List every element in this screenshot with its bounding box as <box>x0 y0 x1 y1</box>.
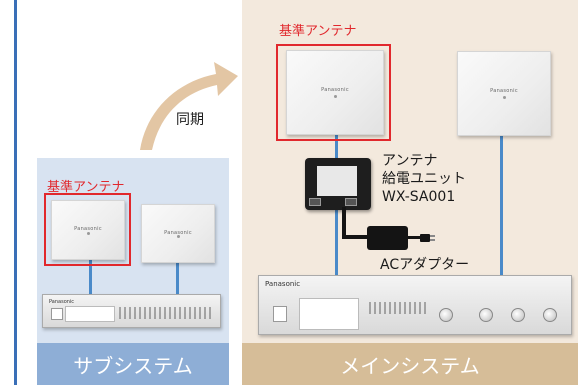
adapter-cable <box>342 207 367 239</box>
main-rack-unit: Panasonic <box>258 275 572 335</box>
sync-arrow-icon <box>140 62 238 150</box>
antenna-brand: Panasonic <box>164 229 192 236</box>
main-cable-to-rack-right <box>500 134 503 275</box>
main-cable-to-rack-left <box>335 208 338 275</box>
power-unit-line1: アンテナ <box>382 153 438 169</box>
main-reference-antenna-label: 基準アンテナ <box>279 24 357 39</box>
power-unit-label: アンテナ 給電ユニット WX-SA001 <box>382 152 466 207</box>
main-rack-brand: Panasonic <box>265 280 301 288</box>
sub-system-title: サブシステム <box>37 343 229 385</box>
sub-cable-right <box>176 258 179 294</box>
sub-rack-unit: Panasonic <box>42 294 221 328</box>
ac-adapter <box>367 226 408 250</box>
sub-antenna: Panasonic <box>141 204 215 263</box>
sync-label: 同期 <box>176 112 204 128</box>
antenna-brand: Panasonic <box>321 86 349 93</box>
main-reference-antenna: Panasonic <box>286 50 384 135</box>
main-reference-highlight <box>276 44 391 141</box>
main-antenna: Panasonic <box>457 51 551 136</box>
sub-rack-brand: Panasonic <box>49 299 75 305</box>
power-unit-line3: WX-SA001 <box>382 189 456 206</box>
ac-adapter-label: ACアダプター <box>380 257 470 273</box>
adapter-cord <box>408 236 420 239</box>
left-rule <box>14 0 17 385</box>
antenna-power-unit <box>305 158 371 210</box>
sub-reference-antenna-label: 基準アンテナ <box>47 180 125 195</box>
sub-reference-antenna: Panasonic <box>51 200 125 260</box>
power-unit-line2: 給電ユニット <box>382 171 466 188</box>
sub-cable-left <box>89 258 92 294</box>
antenna-brand: Panasonic <box>74 225 102 232</box>
main-cable-to-power-unit <box>335 134 338 164</box>
sub-reference-highlight <box>44 193 131 266</box>
antenna-brand: Panasonic <box>490 87 518 94</box>
main-system-title: メインシステム <box>242 343 578 385</box>
plug-icon <box>420 234 430 242</box>
